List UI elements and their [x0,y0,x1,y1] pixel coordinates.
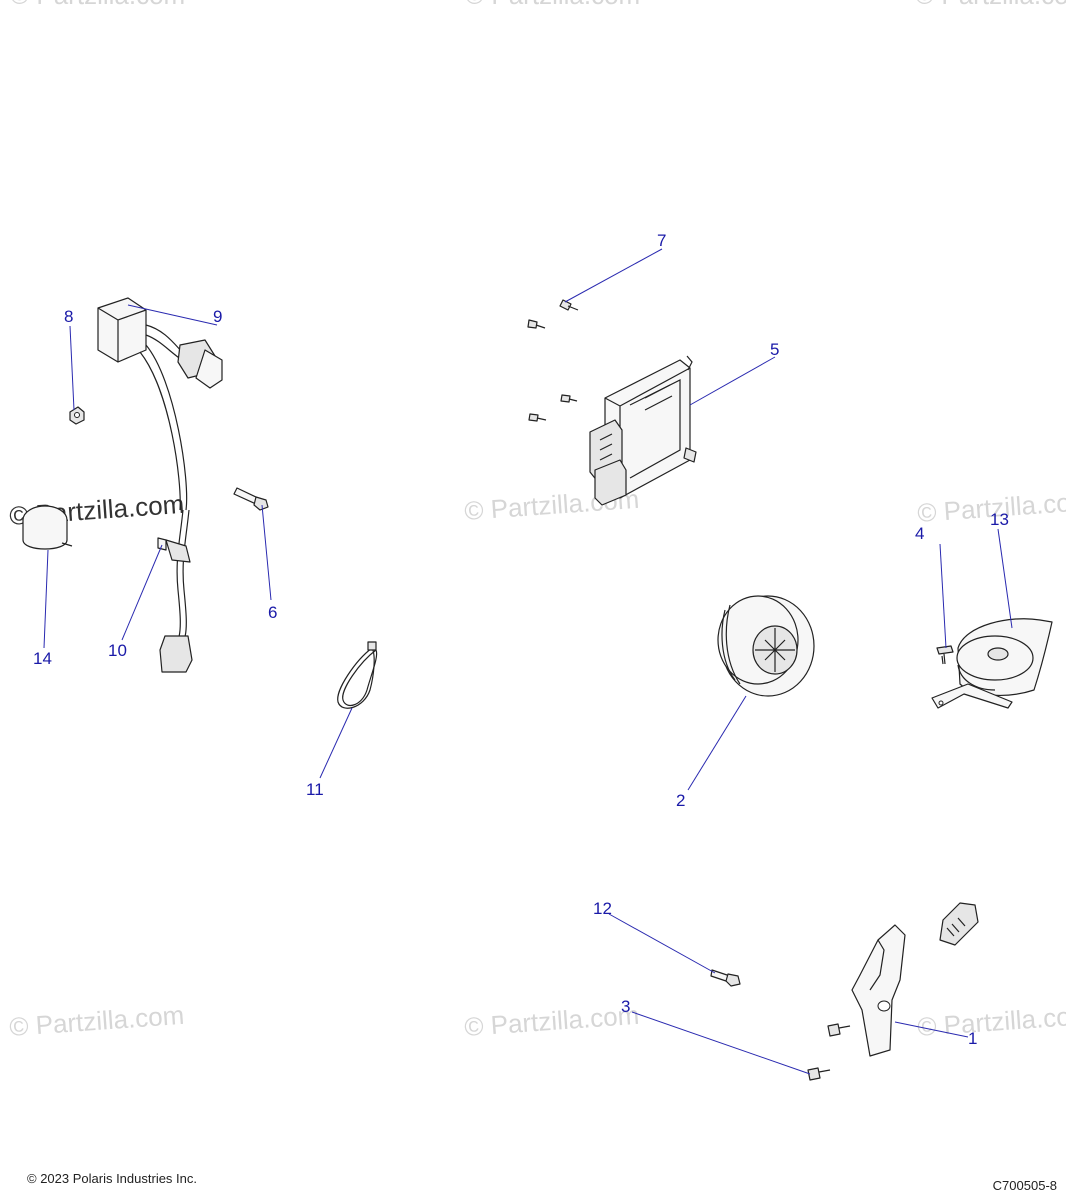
callout-2: 2 [676,791,685,810]
callout-14: 14 [33,649,52,668]
part-5-ecu-module [589,355,697,506]
part-4-screw [936,645,954,665]
part-7-screws [527,299,579,422]
part-6-bolt [233,487,269,511]
part-11-cable-tie [337,641,378,709]
drawing-number: C700505-8 [992,1178,1057,1193]
copyright-notice: © 2023 Polaris Industries Inc. [27,1171,197,1186]
watermark-bottom-left: © Partzilla.com [8,1000,185,1042]
part-14-round-component [22,505,73,550]
part-1-screws [807,1023,851,1081]
part-8-nut [69,406,85,425]
part-2-grommet [717,595,815,697]
watermark-top-left: © Partzilla.com [10,0,185,10]
watermark-top-center: © Partzilla.com [465,0,640,10]
callout-1: 1 [968,1029,977,1048]
part-9-relay-harness [97,297,223,673]
watermark-top-right: © Partzilla.com [915,0,1066,10]
callouts: 1 2 3 4 5 6 7 8 9 10 11 12 13 14 [33,231,1009,1048]
callout-13: 13 [990,510,1009,529]
callout-6: 6 [268,603,277,622]
watermark-bottom-right: © Partzilla.com [916,1000,1066,1042]
callout-5: 5 [770,340,779,359]
callout-10: 10 [108,641,127,660]
part-12-bolt [710,969,741,987]
leader-lines [43,248,1013,1075]
callout-7: 7 [657,231,666,250]
part-13-horn [931,618,1053,709]
callout-8: 8 [64,307,73,326]
callout-9: 9 [213,307,222,326]
callout-12: 12 [593,899,612,918]
callout-3: 3 [621,997,630,1016]
callout-11: 11 [306,780,324,799]
part-1-bracket [851,902,979,1057]
watermark-bottom-center: © Partzilla.com [463,1000,640,1042]
callout-4: 4 [915,524,924,543]
